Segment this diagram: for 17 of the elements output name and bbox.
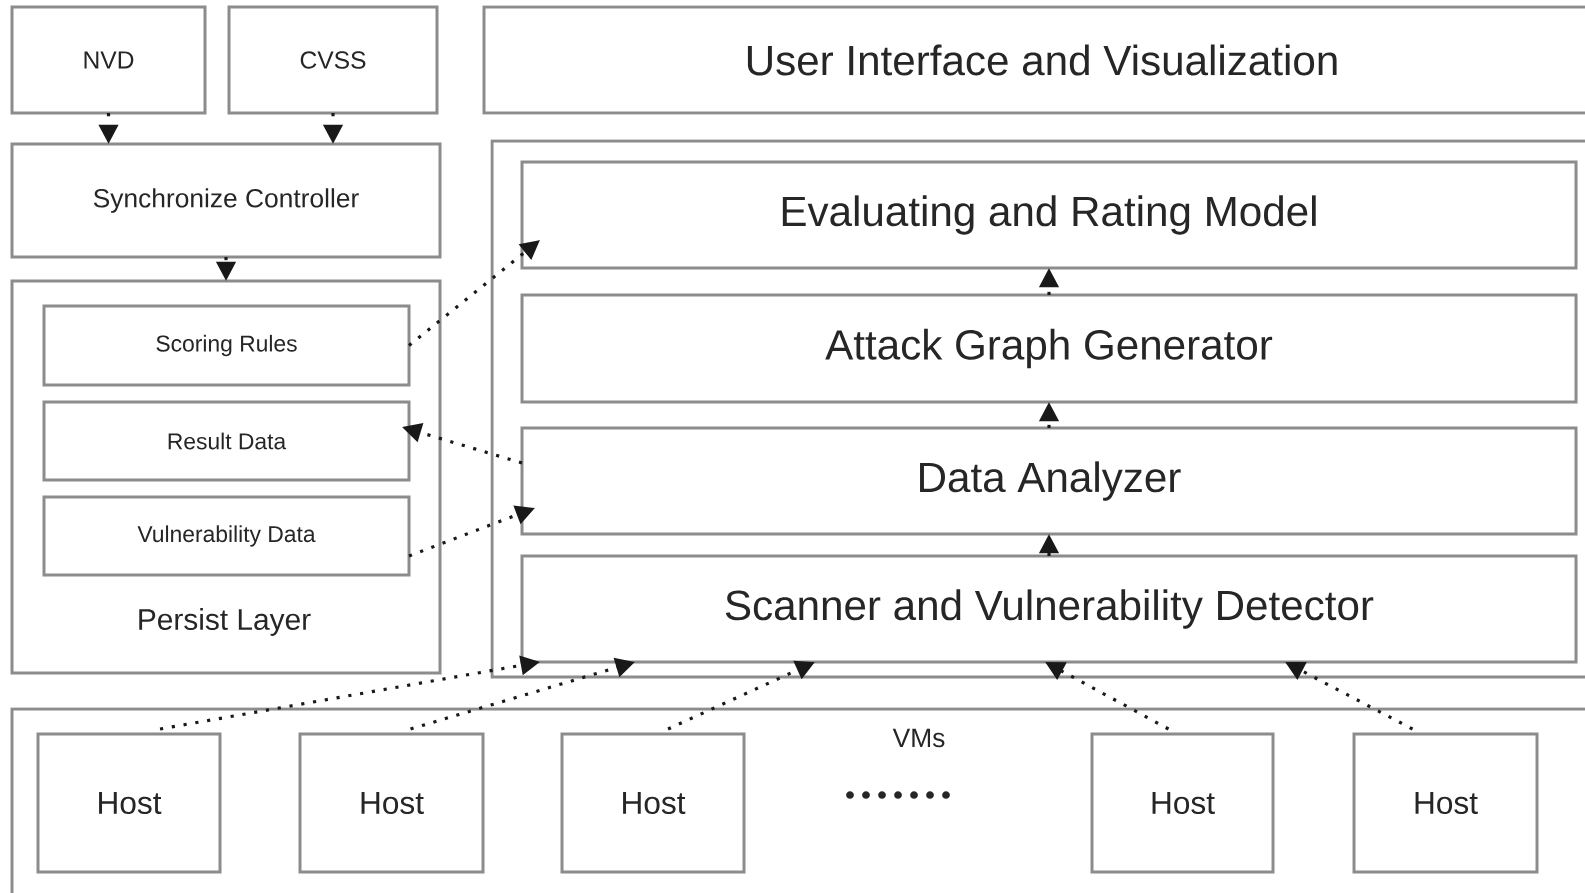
data-box: Scoring Rules <box>42 304 411 387</box>
module-box: Data Analyzer <box>520 426 1578 536</box>
data-box: Vulnerability Data <box>42 495 411 577</box>
data-box: Result Data <box>42 400 411 482</box>
host-box: Host <box>1090 732 1275 874</box>
host-box: Host <box>1352 732 1539 874</box>
source-box: NVD <box>10 5 207 115</box>
host-box: Host <box>560 732 746 874</box>
source-box: CVSS <box>227 5 439 115</box>
module-box: Scanner and Vulnerability Detector <box>520 554 1578 664</box>
module-box: Evaluating and Rating Model <box>520 160 1578 270</box>
layer-box: User Interface and Visualization <box>482 5 1585 115</box>
controller-box: Synchronize Controller <box>10 142 442 259</box>
host-box: Host <box>298 732 485 874</box>
host-box: Host <box>36 732 222 874</box>
layer-box <box>490 139 1585 679</box>
module-box: Attack Graph Generator <box>520 293 1578 404</box>
